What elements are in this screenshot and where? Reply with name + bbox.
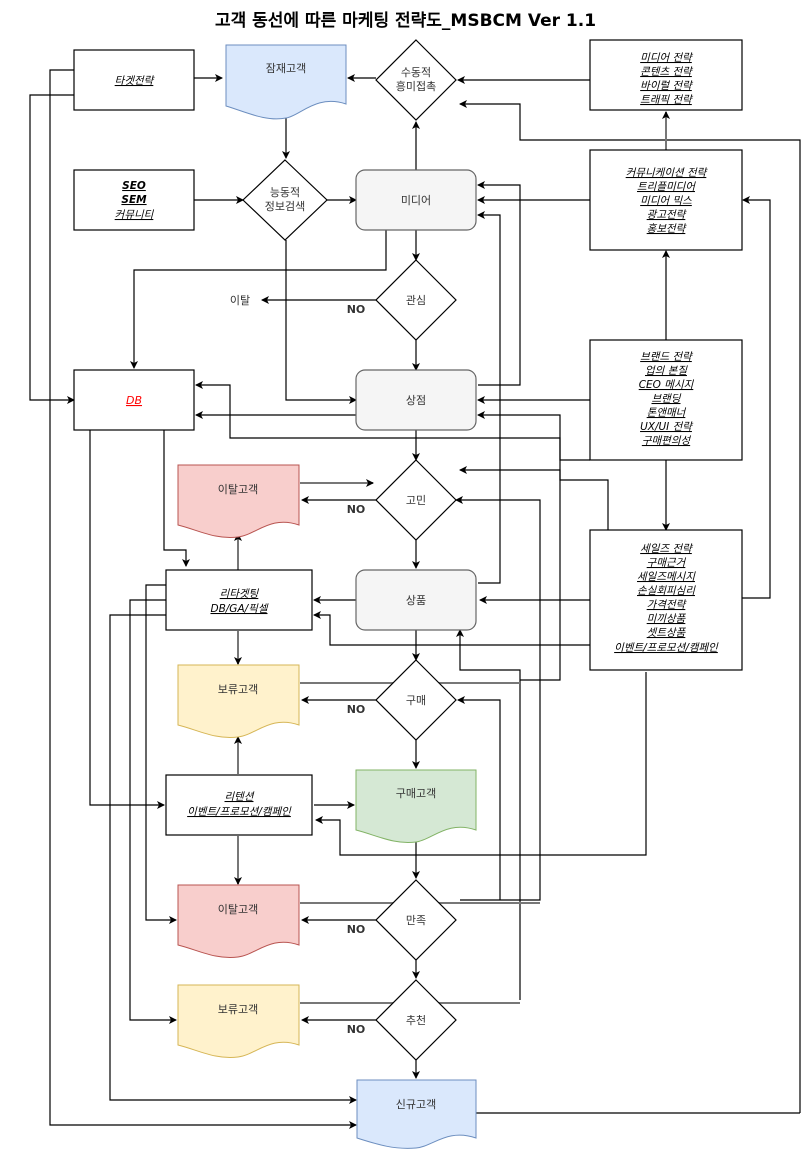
media-process[interactable]: 미디어 (355, 169, 477, 231)
product-label: 상품 (406, 594, 426, 607)
doc-shape (177, 984, 300, 1059)
sales-item: 손실회피심리 (637, 585, 696, 597)
sales-item: 세일즈메시지 (637, 571, 696, 583)
retention-label-2: 이벤트/프로모션/캠페인 (187, 806, 292, 818)
interest-label: 관심 (406, 294, 426, 307)
brand-item: UX/UI 전략 (640, 421, 694, 433)
sales-item: 셋트상품 (647, 627, 687, 639)
passive-contact-label-1: 수동적 (401, 66, 431, 79)
consider-decision[interactable]: 고민 (375, 459, 457, 541)
db-label: DB (126, 394, 142, 407)
sales-strategy-box[interactable]: 세일즈 전략 구매근거 세일즈메시지 손실회피심리 가격전략 미끼상품 셋트상품… (589, 529, 743, 671)
doc-shape (225, 44, 347, 120)
sales-item: 구매근거 (647, 557, 687, 569)
recommend-decision[interactable]: 추천 (375, 979, 457, 1061)
potential-customer-label: 잠재고객 (266, 62, 306, 75)
brand-item: 브랜드 전략 (640, 351, 694, 363)
doc-shape (355, 769, 477, 844)
potential-customer-doc[interactable]: 잠재고객 (225, 44, 347, 120)
no-label: NO (347, 503, 366, 516)
sem-label: SEM (121, 194, 147, 206)
doc-shape (356, 1079, 477, 1149)
media-strategy-item: 바이럴 전략 (640, 80, 694, 92)
active-search-label-2: 정보검색 (265, 200, 305, 213)
no-label: NO (347, 923, 366, 936)
sales-item: 이벤트/프로모션/캠페인 (614, 642, 719, 654)
purchase-label: 구매 (406, 694, 426, 707)
brand-item: 구매편의성 (642, 435, 692, 447)
churn-customer-label: 이탈고객 (218, 483, 258, 496)
consider-label: 고민 (406, 494, 426, 507)
media-strategy-box[interactable]: 미디어 전략 콘텐츠 전략 바이럴 전략 트래픽 전략 (589, 39, 743, 111)
media-strategy-item: 트래픽 전략 (640, 94, 694, 106)
diagram-title: 고객 동선에 따른 마케팅 전략도_MSBCM Ver 1.1 (214, 11, 597, 31)
doc-shape (177, 464, 300, 539)
pending-customer-label: 보류고객 (218, 683, 258, 696)
interest-decision[interactable]: 관심 (375, 259, 457, 341)
brand-item: 브랜딩 (652, 393, 682, 405)
communication-item: 광고전략 (647, 209, 688, 221)
brand-item: 업의 본질 (645, 365, 688, 377)
churn-customer-label: 이탈고객 (218, 903, 258, 916)
purchase-decision[interactable]: 구매 (375, 659, 457, 741)
community-label: 커뮤니티 (115, 209, 155, 221)
communication-item: 미디어 믹스 (640, 195, 692, 207)
churn-customer-doc-2[interactable]: 이탈고객 (177, 884, 300, 959)
satisfaction-decision[interactable]: 만족 (375, 879, 457, 961)
media-strategy-item: 콘텐츠 전략 (640, 66, 694, 78)
brand-item: 톤앤매너 (647, 407, 687, 419)
no-label: NO (347, 303, 366, 316)
target-strategy-label: 타겟전략 (115, 75, 156, 87)
brand-strategy-box[interactable]: 브랜드 전략 업의 본질 CEO 메시지 브랜딩 톤앤매너 UX/UI 전략 구… (589, 339, 743, 461)
target-strategy-box[interactable]: 타겟전략 (73, 49, 195, 111)
brand-item: CEO 메시지 (639, 379, 695, 391)
new-customer-label: 신규고객 (396, 1098, 436, 1111)
communication-item: 트리플미디어 (637, 181, 696, 193)
no-label: NO (347, 1023, 366, 1036)
active-search-decision[interactable]: 능동적 정보검색 (242, 159, 328, 241)
doc-shape (177, 664, 300, 739)
communication-item: 커뮤니케이션 전략 (626, 167, 709, 179)
sales-item: 세일즈 전략 (640, 543, 694, 555)
communication-strategy-box[interactable]: 커뮤니케이션 전략 트리플미디어 미디어 믹스 광고전략 홍보전략 (589, 149, 743, 251)
retargeting-label-1: 리타겟팅 (220, 588, 260, 600)
seo-label: SEO (122, 180, 146, 192)
buyer-customer-doc[interactable]: 구매고객 (355, 769, 477, 844)
retention-box[interactable]: 리텐션 이벤트/프로모션/캠페인 (165, 774, 313, 836)
seo-sem-community-box[interactable]: SEO SEM 커뮤니티 (73, 169, 195, 231)
retargeting-label-2: DB/GA/픽셀 (210, 603, 268, 615)
store-process[interactable]: 상점 (355, 369, 477, 431)
churn-customer-doc-1[interactable]: 이탈고객 (177, 464, 300, 539)
satisfaction-label: 만족 (406, 914, 426, 927)
passive-contact-decision[interactable]: 수동적 흥미접촉 (375, 39, 457, 121)
buyer-customer-label: 구매고객 (396, 787, 436, 800)
new-customer-doc[interactable]: 신규고객 (356, 1079, 477, 1149)
pending-customer-label: 보류고객 (218, 1003, 258, 1016)
product-process[interactable]: 상품 (355, 569, 477, 631)
media-strategy-item: 미디어 전략 (640, 52, 694, 64)
store-label: 상점 (406, 394, 426, 407)
sales-item: 가격전략 (647, 599, 688, 611)
exit-label: 이탈 (230, 294, 250, 307)
sales-item: 미끼상품 (647, 613, 687, 625)
active-search-label-1: 능동적 (270, 186, 300, 199)
communication-item: 홍보전략 (647, 223, 688, 235)
media-label: 미디어 (401, 194, 431, 207)
pending-customer-doc-2[interactable]: 보류고객 (177, 984, 300, 1059)
recommend-label: 추천 (406, 1013, 426, 1027)
connectors (29, 69, 801, 1129)
doc-shape (177, 884, 300, 959)
pending-customer-doc-1[interactable]: 보류고객 (177, 664, 300, 739)
retargeting-box[interactable]: 리타겟팅 DB/GA/픽셀 (165, 569, 313, 631)
retention-label-1: 리텐션 (225, 791, 255, 803)
passive-contact-label-2: 흥미접촉 (396, 79, 436, 93)
no-label: NO (347, 703, 366, 716)
db-box[interactable]: DB (73, 369, 195, 431)
